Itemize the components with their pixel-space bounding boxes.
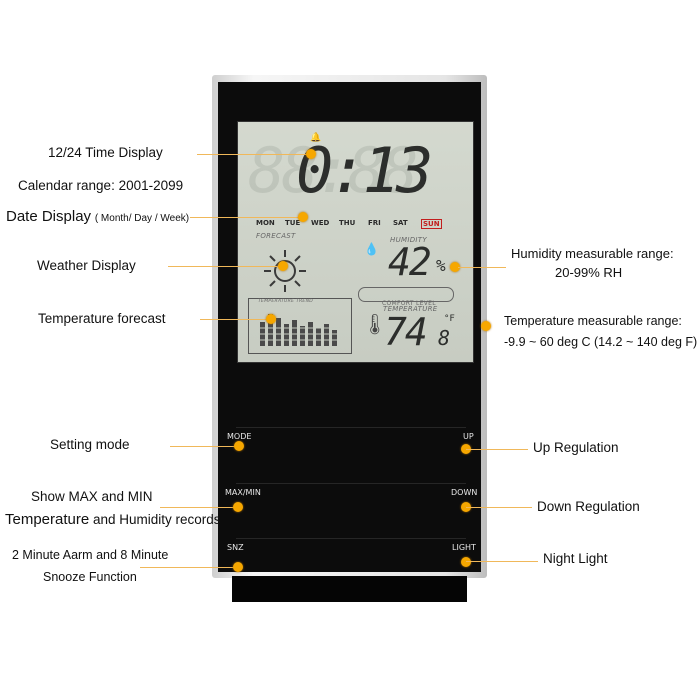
day-wed: WED xyxy=(311,219,330,227)
forecast-label: FORECAST xyxy=(256,232,296,240)
leader-line xyxy=(168,266,280,267)
day-fri: FRI xyxy=(368,219,381,227)
thermometer-icon: 🌡 xyxy=(362,314,388,336)
button-divider xyxy=(236,483,466,484)
comfort-indicator xyxy=(358,287,454,302)
callout-humidity-range-2: 20-99% RH xyxy=(555,265,623,280)
callout-dot xyxy=(278,261,288,271)
leader-line xyxy=(466,561,538,562)
callout-snooze-line2: Snooze Function xyxy=(43,570,137,584)
callout-dot xyxy=(298,212,308,222)
alarm-bell-icon: 🔔 xyxy=(310,132,322,142)
light-button[interactable]: LIGHT xyxy=(452,543,476,552)
callout-temperature-range-1: Temperature measurable range: xyxy=(504,314,682,328)
callout-setting-mode: Setting mode xyxy=(50,437,130,452)
humidity-value: 42 xyxy=(388,240,432,284)
temperature-value: 74 xyxy=(384,310,428,354)
callout-dot xyxy=(481,321,491,331)
leader-line xyxy=(197,154,310,155)
callout-dot xyxy=(234,441,244,451)
leader-line xyxy=(466,449,528,450)
mode-button[interactable]: MODE xyxy=(227,432,252,441)
day-sat: SAT xyxy=(393,219,408,227)
date-display-sub: ( Month/ Day / Week) xyxy=(94,213,190,224)
callout-dot xyxy=(306,149,316,159)
callout-calendar-range: Calendar range: 2001-2099 xyxy=(18,178,184,193)
leader-line xyxy=(190,217,300,218)
button-divider xyxy=(236,427,466,428)
temperature-unit: °F xyxy=(444,314,455,324)
callout-temperature-range-2: -9.9 ~ 60 deg C (14.2 ~ 140 deg F) xyxy=(504,335,698,349)
callout-dot xyxy=(461,557,471,567)
callout-records: Temperature and Humidity records xyxy=(5,511,221,529)
lcd-time: 0:13 xyxy=(296,134,433,207)
day-tue: TUE xyxy=(285,219,301,227)
callout-dot xyxy=(233,562,243,572)
button-divider xyxy=(236,538,466,539)
leader-line xyxy=(170,446,238,447)
date-display-main: Date Display xyxy=(6,208,92,225)
humidity-label: HUMIDITY xyxy=(390,236,427,244)
day-sun: SUN xyxy=(421,219,442,229)
device-stand xyxy=(232,576,467,602)
callout-night-light: Night Light xyxy=(543,551,608,566)
callout-snooze-line1: 2 Minute Aarm and 8 Minute xyxy=(12,548,169,562)
maxmin-button[interactable]: MAX/MIN xyxy=(225,488,261,497)
trend-label: TEMPERATURE TREND xyxy=(258,299,314,304)
lcd-screen: 88:88 0:13 🔔 MON TUE WED THU FRI SAT SUN… xyxy=(237,121,474,363)
comfort-label: COMFORT LEVEL xyxy=(382,300,436,307)
temperature-trend-chart xyxy=(248,298,352,354)
callout-dot xyxy=(233,502,243,512)
leader-line xyxy=(160,507,238,508)
humidity-unit: % xyxy=(436,256,446,275)
temperature-label: TEMPERATURE xyxy=(383,305,438,313)
callout-down-regulation: Down Regulation xyxy=(537,499,640,514)
callout-time-display: 12/24 Time Display xyxy=(48,145,163,160)
leader-line xyxy=(200,319,268,320)
up-button[interactable]: UP xyxy=(463,432,474,441)
leader-line xyxy=(140,567,238,568)
records-humidity: and Humidity records xyxy=(92,512,221,527)
callout-dot xyxy=(450,262,460,272)
callout-date-display: Date Display ( Month/ Day / Week) xyxy=(6,208,189,228)
leader-line xyxy=(466,507,532,508)
snz-button[interactable]: SNZ xyxy=(227,543,244,552)
callout-weather-display: Weather Display xyxy=(37,258,136,273)
leader-line xyxy=(458,267,506,268)
sun-weather-icon xyxy=(264,250,306,292)
day-mon: MON xyxy=(256,219,275,227)
water-drop-icon: 💧 xyxy=(364,242,379,256)
day-thu: THU xyxy=(339,219,356,227)
callout-up-regulation: Up Regulation xyxy=(533,440,619,455)
callout-show-max-min: Show MAX and MIN xyxy=(31,489,153,504)
callout-dot xyxy=(266,314,276,324)
down-button[interactable]: DOWN xyxy=(451,488,478,497)
temperature-decimal: 8 xyxy=(438,326,451,350)
lcd-ghost-segments: 88:88 xyxy=(248,134,419,207)
callout-temperature-forecast: Temperature forecast xyxy=(38,311,166,326)
records-temperature: Temperature xyxy=(5,511,90,528)
callout-humidity-range-1: Humidity measurable range: xyxy=(511,246,674,261)
